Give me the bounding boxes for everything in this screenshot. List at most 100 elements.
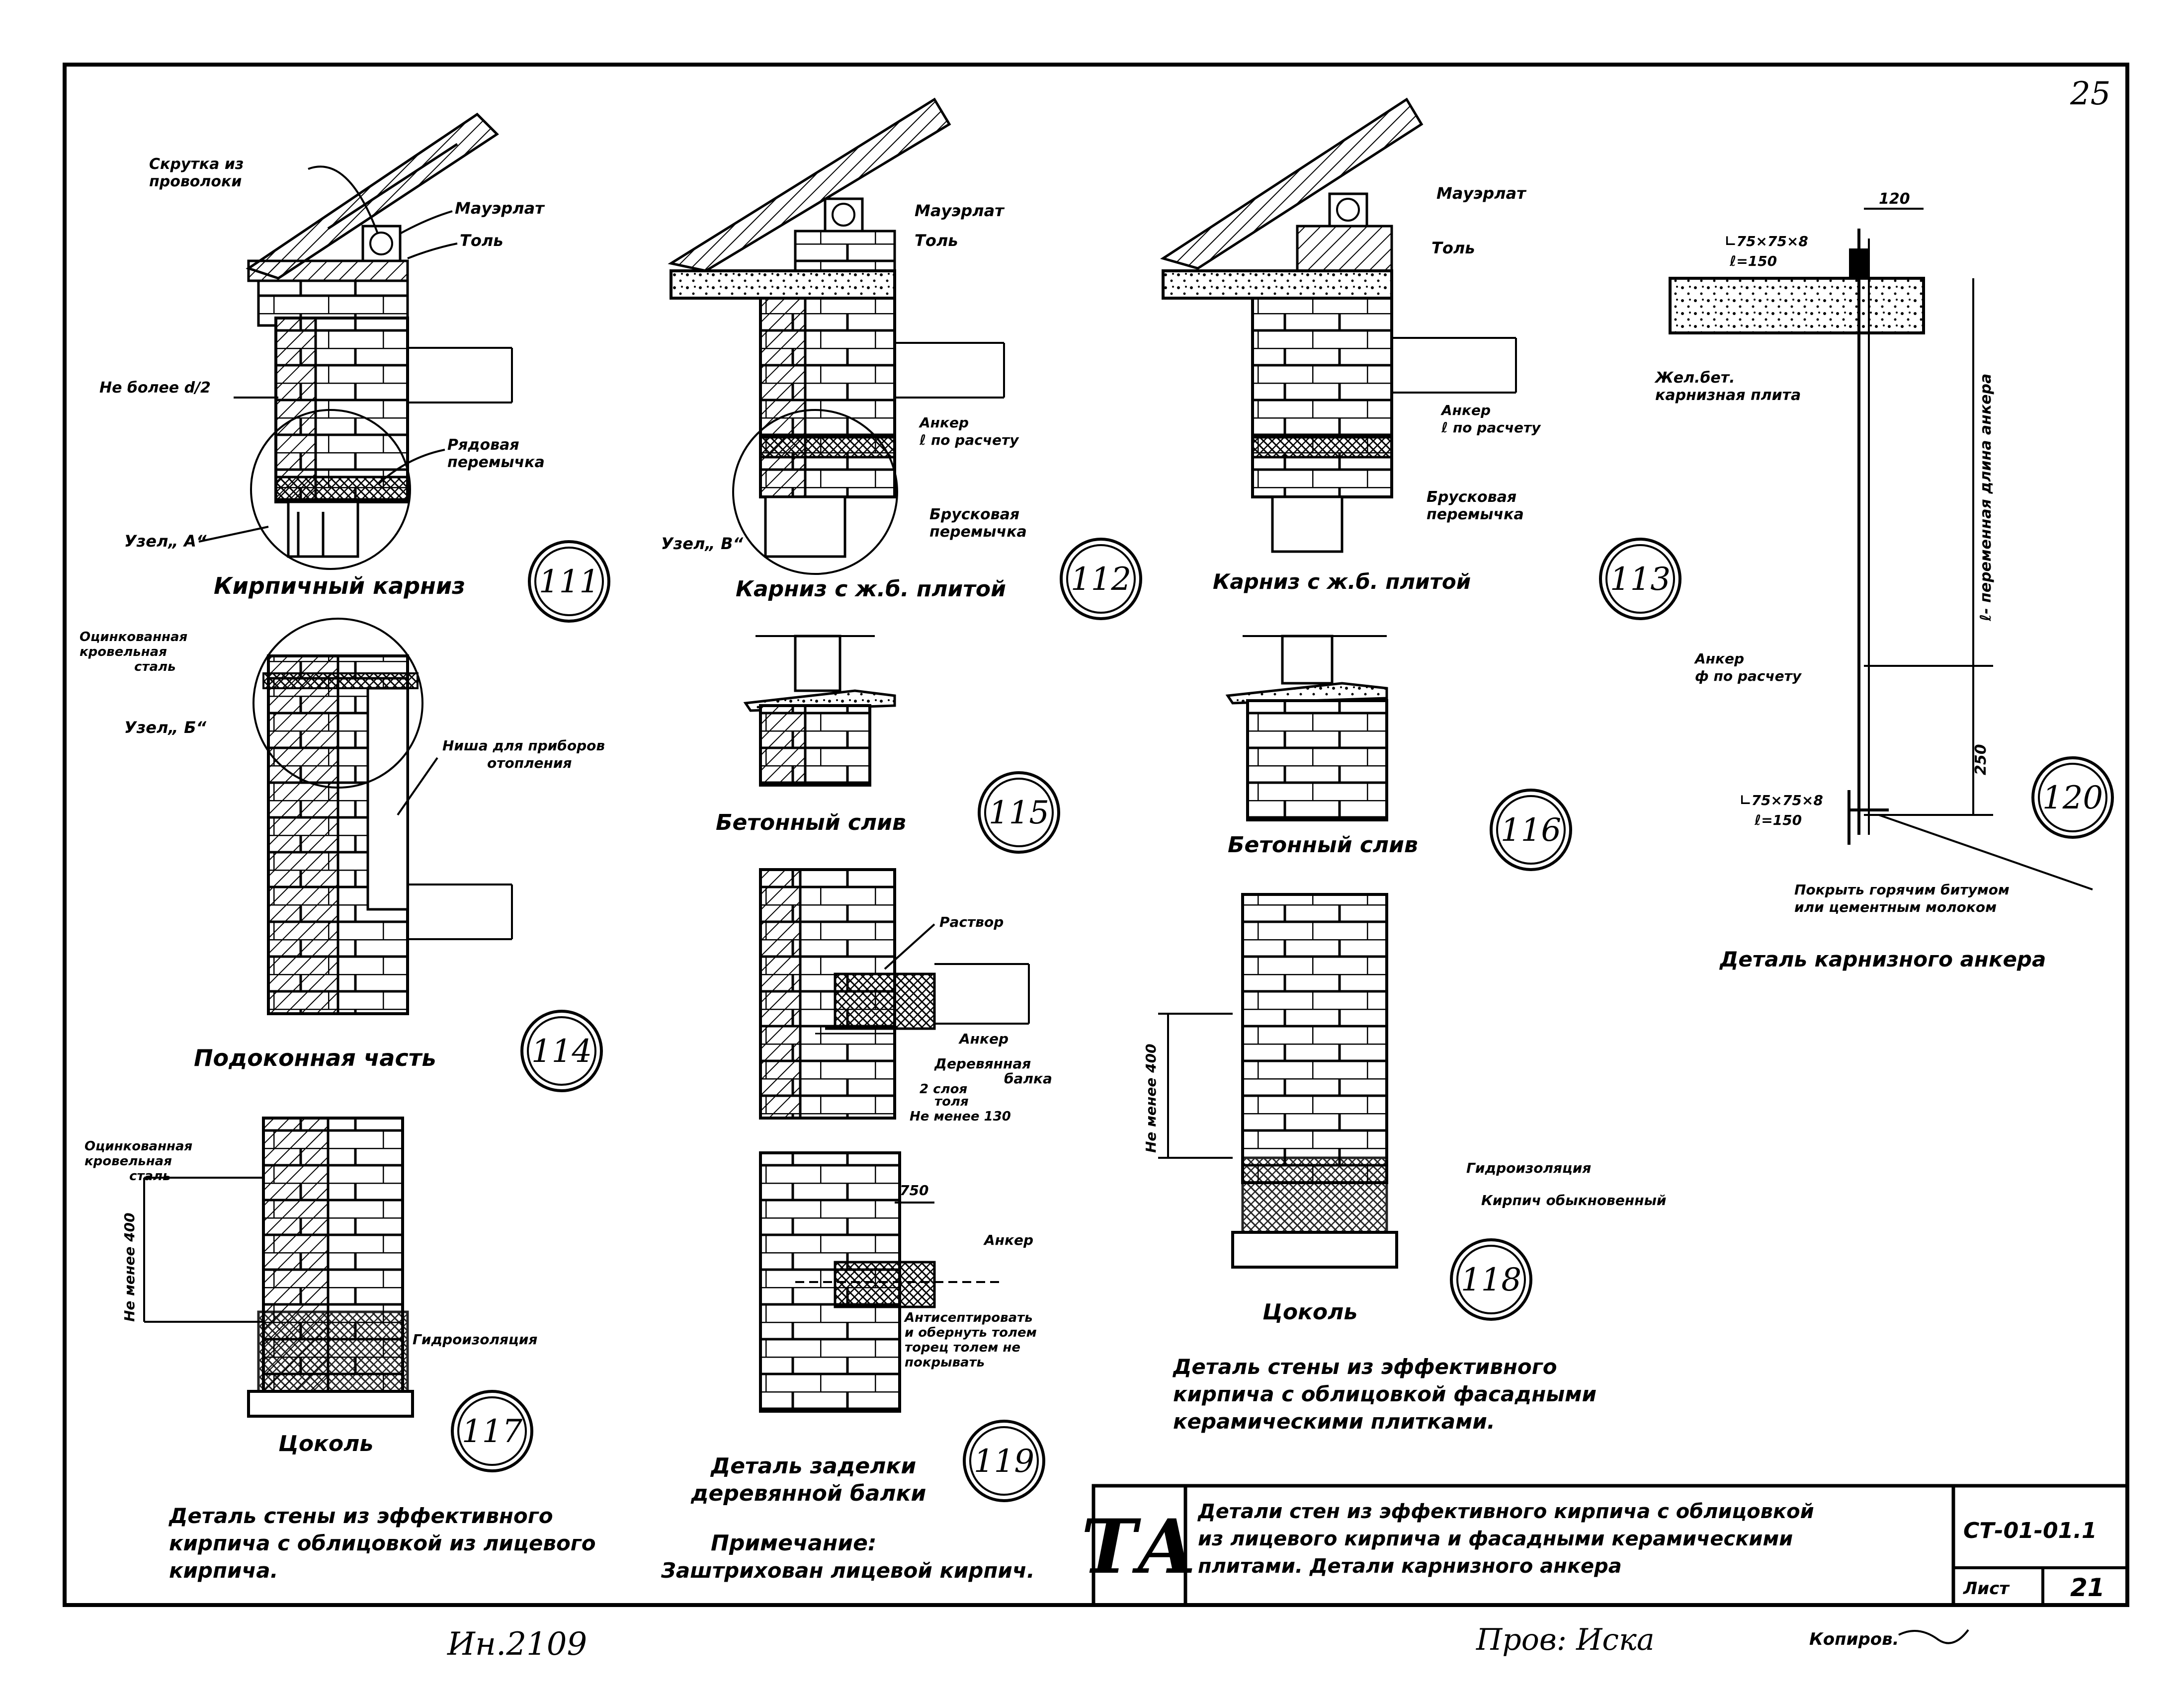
label-twist-2: проволоки bbox=[149, 173, 242, 190]
label-twist-1: Скрутка из bbox=[149, 156, 244, 173]
label-not-less-130: Не менее 130 bbox=[910, 1109, 1011, 1124]
caption-111: Кирпичный карниз bbox=[214, 572, 465, 599]
label-mortar: Раствор bbox=[939, 914, 1004, 930]
label-waterproofing-117: Гидроизоляция bbox=[413, 1331, 537, 1348]
label-anchor-beam: Анкер bbox=[958, 1031, 1008, 1047]
label-tol-113: Толь bbox=[1431, 239, 1475, 257]
number-112: 112 bbox=[1071, 561, 1131, 598]
detail-116 bbox=[1225, 635, 1388, 821]
detail-112 bbox=[668, 97, 1005, 575]
title-line-2: из лицевого кирпича и фасадными керамиче… bbox=[1198, 1528, 1793, 1550]
list-label: Лист bbox=[1963, 1579, 2010, 1599]
caption-112: Карниз с ж.б. плитой bbox=[736, 576, 1006, 602]
label-node-v: Узел„ В“ bbox=[661, 534, 744, 553]
label-two-tol-2: толя bbox=[934, 1094, 969, 1109]
label-row-lintel-2: перемычка bbox=[447, 454, 545, 471]
remark-text: Заштрихован лицевой кирпич. bbox=[661, 1558, 1035, 1583]
label-anchor-length: ℓ- переменная длина анкера bbox=[1977, 374, 1995, 622]
caption-114: Подоконная часть bbox=[194, 1045, 436, 1071]
label-angle-top-2: ℓ=150 bbox=[1729, 253, 1777, 269]
label-antiseptic-3: торец толем не bbox=[905, 1340, 1020, 1355]
label-antiseptic-2: и обернуть толем bbox=[905, 1325, 1037, 1340]
caption-113: Карниз с ж.б. плитой bbox=[1213, 569, 1471, 594]
caption-117: Цоколь bbox=[278, 1431, 373, 1456]
callout-114 bbox=[520, 1010, 603, 1092]
designation: СТ-01-01.1 bbox=[1963, 1518, 2097, 1543]
label-wood-beam-1: Деревянная bbox=[934, 1055, 1031, 1072]
number-115: 115 bbox=[989, 795, 1049, 831]
label-not-less-400-118: Не менее 400 bbox=[1143, 1044, 1159, 1153]
label-anchor-113-1: Анкер bbox=[1440, 402, 1491, 418]
label-tol-111: Толь bbox=[460, 231, 503, 250]
caption-118: Цоколь bbox=[1262, 1299, 1357, 1325]
caption-119-1: Деталь заделки bbox=[710, 1453, 916, 1479]
note-mid-3: керамическими плитками. bbox=[1173, 1409, 1495, 1434]
label-galv-114-2: кровельная bbox=[80, 644, 167, 659]
label-tol-112: Толь bbox=[915, 231, 958, 250]
detail-114 bbox=[252, 618, 513, 1015]
note-mid-1: Деталь стены из эффективного bbox=[1172, 1355, 1557, 1379]
label-bar-lintel-113-2: перемычка bbox=[1427, 506, 1524, 523]
label-antiseptic-4: покрывать bbox=[905, 1355, 985, 1370]
label-anchor-113-2: ℓ по расчету bbox=[1441, 419, 1541, 436]
caption-120: Деталь карнизного анкера bbox=[1719, 947, 2046, 971]
callout-120 bbox=[2031, 756, 2114, 839]
copy-signature bbox=[1898, 1629, 1969, 1644]
label-not-more: Не более d/2 bbox=[99, 379, 211, 397]
label-galv-114-3: сталь bbox=[134, 659, 176, 674]
label-dim-750: 750 bbox=[900, 1182, 928, 1199]
label-node-a: Узел„ А“ bbox=[124, 532, 207, 551]
detail-111 bbox=[234, 112, 513, 570]
number-116: 116 bbox=[1501, 812, 1561, 849]
label-wood-beam-2: балка bbox=[1004, 1070, 1052, 1087]
callout-119 bbox=[963, 1420, 1045, 1502]
detail-118 bbox=[1158, 893, 1398, 1269]
inventory-number: Ин.2109 bbox=[447, 1626, 587, 1663]
label-rc-slab-1: Жел.бет. bbox=[1654, 369, 1735, 387]
label-anchor-phi-2: ф по расчету bbox=[1695, 668, 1802, 684]
label-anchor-112-1: Анкер bbox=[919, 414, 969, 431]
label-anchor-phi-1: Анкер bbox=[1694, 650, 1744, 667]
label-dim-250: 250 bbox=[1972, 744, 1990, 775]
list-number: 21 bbox=[2070, 1573, 2105, 1602]
label-bitumen-2: или цементным молоком bbox=[1794, 899, 1997, 915]
note-mid-2: кирпича с облицовкой фасадными bbox=[1173, 1382, 1596, 1406]
label-antiseptic-1: Антисептировать bbox=[904, 1310, 1033, 1325]
detail-117 bbox=[143, 1117, 414, 1418]
logo-ta: ТА bbox=[1081, 1503, 1197, 1591]
number-113: 113 bbox=[1610, 561, 1671, 598]
label-niche-2: отопления bbox=[487, 755, 572, 771]
caption-119-2: деревянной балки bbox=[690, 1481, 926, 1506]
label-row-lintel-1: Рядовая bbox=[447, 436, 519, 454]
label-rc-slab-2: карнизная плита bbox=[1655, 387, 1801, 404]
note-left-2: кирпича с облицовкой из лицевого bbox=[169, 1531, 596, 1555]
label-galv-117-2: кровельная bbox=[84, 1154, 172, 1169]
label-anchor-119: Анкер bbox=[983, 1232, 1033, 1248]
number-117: 117 bbox=[462, 1413, 522, 1450]
detail-113 bbox=[1160, 97, 1517, 553]
label-node-b: Узел„ Б“ bbox=[124, 718, 207, 737]
title-block bbox=[1092, 1484, 2129, 1607]
caption-116: Бетонный слив bbox=[1228, 832, 1418, 858]
callout-113 bbox=[1599, 538, 1681, 620]
callout-118 bbox=[1450, 1238, 1532, 1321]
callout-111 bbox=[528, 540, 610, 623]
number-118: 118 bbox=[1461, 1262, 1521, 1298]
label-galv-114-1: Оцинкованная bbox=[80, 630, 187, 644]
label-not-less-400-117: Не менее 400 bbox=[121, 1212, 138, 1322]
label-mauerlat-112: Мауэрлат bbox=[915, 201, 1005, 220]
number-111: 111 bbox=[539, 563, 599, 600]
label-ordinary-brick: Кирпич обыкновенный bbox=[1481, 1192, 1667, 1208]
detail-119 bbox=[759, 1151, 1004, 1413]
label-galv-117-3: сталь bbox=[129, 1169, 171, 1184]
label-bar-lintel-112-2: перемычка bbox=[929, 523, 1027, 541]
callout-115 bbox=[978, 771, 1060, 854]
callout-116 bbox=[1490, 789, 1572, 871]
label-waterproofing-118: Гидроизоляция bbox=[1466, 1160, 1591, 1176]
detail-120 bbox=[1669, 208, 1993, 845]
label-anchor-112-2: ℓ по расчету bbox=[919, 432, 1019, 448]
caption-115: Бетонный слив bbox=[716, 810, 906, 835]
label-mauerlat-111: Мауэрлат bbox=[455, 199, 545, 218]
remark-title: Примечание: bbox=[711, 1530, 877, 1556]
label-mauerlat-113: Мауэрлат bbox=[1436, 184, 1527, 203]
